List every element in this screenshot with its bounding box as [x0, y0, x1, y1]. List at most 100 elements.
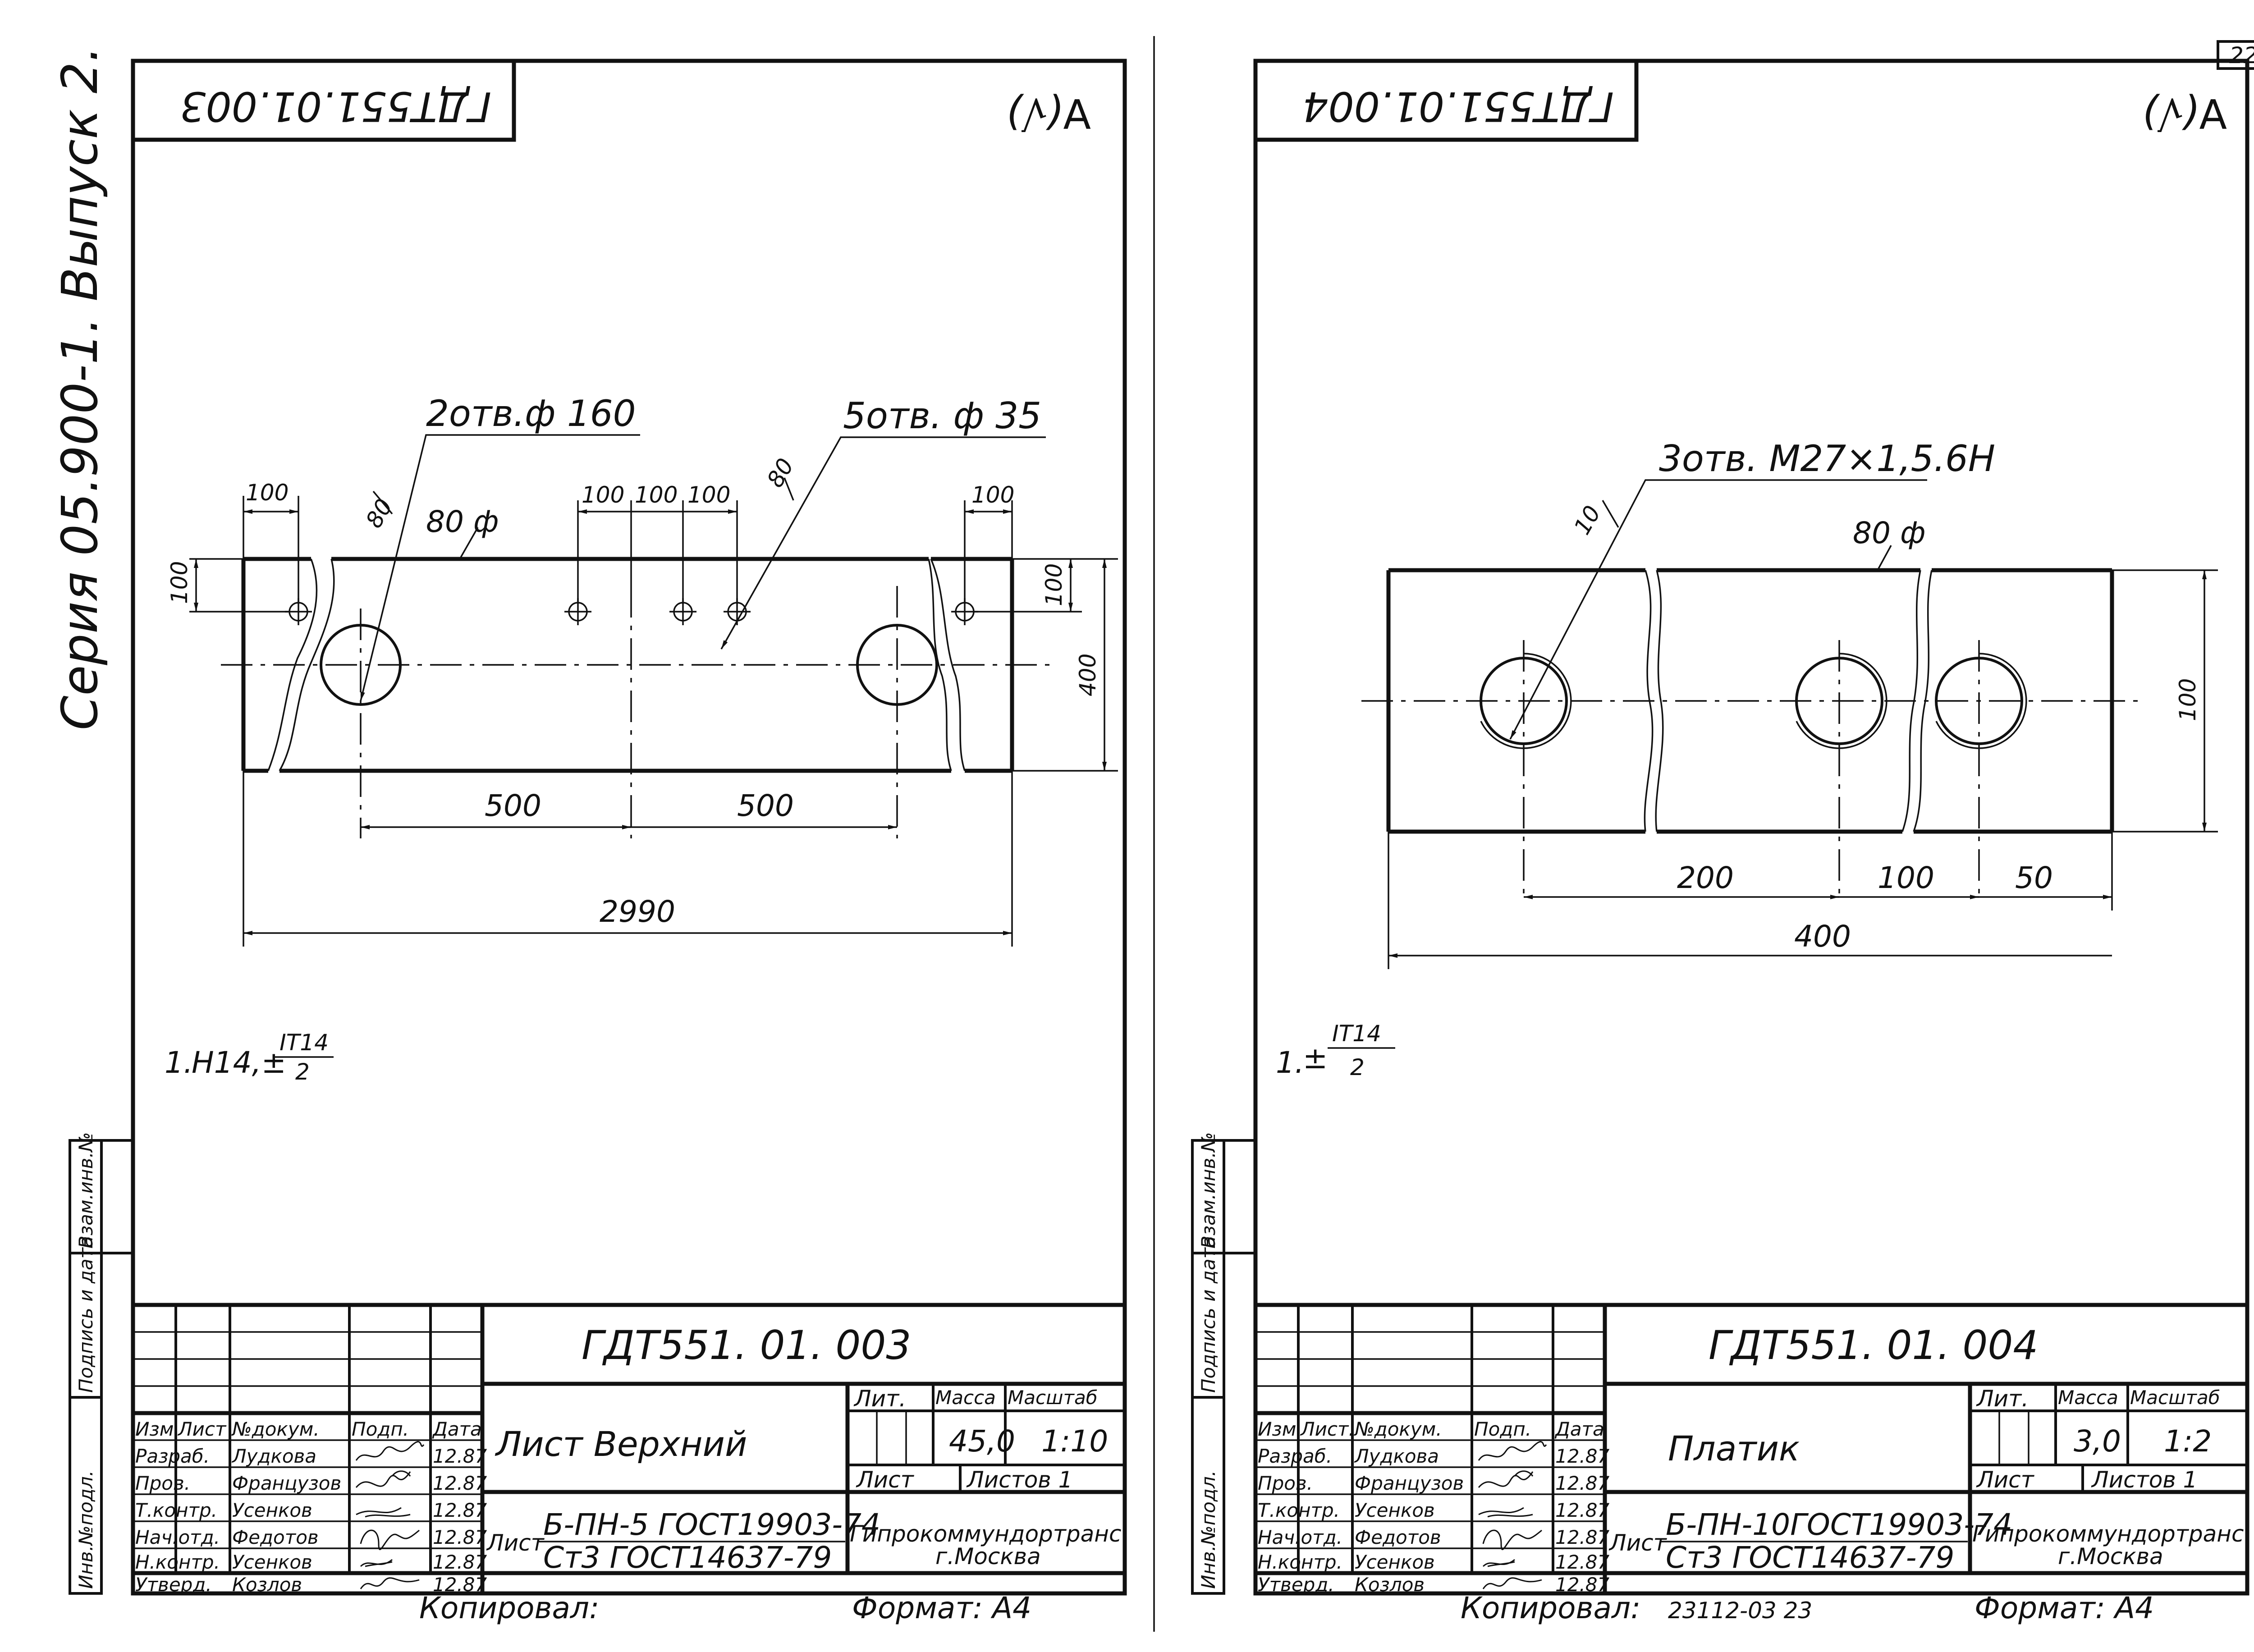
right-tb-role-5: Н.контр. — [1258, 1551, 1342, 1573]
left-tb-role-6: Утверд. — [135, 1574, 212, 1596]
page-number-box — [2217, 40, 2254, 70]
left-frame — [131, 59, 1127, 1596]
left-note-num: 1. — [165, 1045, 193, 1080]
left-tb-name: Лист Верхний — [495, 1424, 747, 1464]
left-tb-date-6: 12.87 — [433, 1574, 487, 1596]
left-tb-role-2: Пров. — [135, 1472, 190, 1494]
right-roughness: 80 ф — [1853, 516, 1925, 550]
left-tb-scale-h: Масштаб — [1008, 1387, 1098, 1409]
right-tb-sheets: Листов 1 — [2091, 1467, 2197, 1493]
right-dim-200: 200 — [1677, 860, 1734, 895]
left-side-label-1: Инв.№подл. — [75, 1470, 97, 1589]
right-tb-head-1: Изм. — [1258, 1418, 1302, 1440]
left-format: Формат: А4 — [852, 1591, 1031, 1625]
left-tb-role-3: Т.контр. — [135, 1499, 217, 1521]
left-tb-name-6: Козлов — [232, 1574, 302, 1596]
left-note-frac-top: IT14 — [279, 1030, 329, 1056]
left-tb-org1: Гипрокоммундортранс — [850, 1521, 1121, 1547]
right-tb-date-2: 12.87 — [1555, 1472, 1610, 1494]
right-side-label-2: Подпись и дата — [1197, 1236, 1219, 1393]
right-tb-scale-h: Масштаб — [2130, 1387, 2220, 1409]
right-tb-head-4: Подп. — [1474, 1418, 1531, 1440]
left-tb-lit: Лит. — [853, 1386, 906, 1412]
left-tb-date-5: 12.87 — [433, 1551, 487, 1573]
right-title-block: ГДТ551. 01. 004 Платик Лит. Масса Масшта… — [1255, 1303, 2247, 1596]
right-tb-mat-word: Лист — [1608, 1530, 1668, 1556]
left-tb-mat-word: Лист — [486, 1530, 545, 1556]
left-tb-date-4: 12.87 — [433, 1526, 487, 1548]
right-tb-name-4: Федотов — [1355, 1526, 1441, 1548]
right-tb-head-2: Лист. — [1300, 1418, 1355, 1440]
right-tb-mass-h: Масса — [2058, 1387, 2118, 1409]
left-dim-2990: 2990 — [600, 894, 675, 929]
left-sheet: ГДТ551.01.003 ∀(√) — [69, 59, 1127, 1625]
right-note-frac-top: IT14 — [1332, 1020, 1381, 1047]
right-roughness-dim: 10 — [1569, 501, 1606, 539]
left-dim-100f: 100 — [166, 561, 192, 604]
right-tb-code: ГДТ551. 01. 004 — [1709, 1322, 2038, 1368]
left-tb-name-3: Усенков — [232, 1499, 312, 1521]
left-roughness-dim-b: 80 — [762, 454, 799, 492]
right-dim-100v: 100 — [2175, 678, 2201, 721]
right-tb-name: Платик — [1668, 1428, 1800, 1469]
left-tb-sheet: Лист — [856, 1467, 915, 1493]
right-tb-scale: 1:2 — [2164, 1424, 2212, 1459]
left-side-label-2: Подпись и дата — [75, 1236, 97, 1393]
right-tb-date-6: 12.87 — [1555, 1574, 1610, 1596]
left-tb-role-1: Разраб. — [135, 1445, 210, 1467]
right-tb-org2: г.Москва — [2058, 1543, 2163, 1570]
right-tb-mass: 3,0 — [2074, 1424, 2121, 1459]
left-tb-date-3: 12.87 — [433, 1499, 487, 1521]
right-tb-date-3: 12.87 — [1555, 1499, 1610, 1521]
series-text: Серия 05.900-1. Выпуск 2. — [51, 46, 109, 730]
right-tb-date-1: 12.87 — [1555, 1445, 1610, 1467]
page-number: 22 — [2229, 42, 2254, 69]
left-tb-head-2: Лист — [177, 1418, 227, 1440]
left-note-frac-bot: 2 — [295, 1059, 310, 1085]
right-note-num: 1. — [1276, 1045, 1304, 1080]
left-tb-role-5: Н.контр. — [135, 1551, 220, 1573]
right-tb-org1: Гипрокоммундортранс — [1972, 1521, 2244, 1547]
left-tb-name-1: Лудкова — [231, 1445, 316, 1467]
right-side-label-1: Инв.№подл. — [1197, 1470, 1219, 1589]
left-dim-100a: 100 — [246, 480, 289, 506]
right-sheet: ГДТ551.01.004 ∀(√) — [1191, 59, 2249, 1625]
left-dim-500b: 500 — [737, 788, 794, 823]
right-holes: 3отв. М27×1,5.6Н — [1659, 438, 1995, 480]
right-tb-mat1: Б-ПН-10ГОСТ19903-74 — [1666, 1507, 2012, 1542]
left-tb-mass: 45,0 — [949, 1424, 1015, 1459]
right-copied: Копировал: — [1461, 1591, 1640, 1625]
left-tb-sheets: Листов 1 — [966, 1467, 1072, 1493]
right-tb-mat2: Ст3 ГОСТ14637-79 — [1666, 1540, 1954, 1575]
right-note-text: ± — [1303, 1041, 1328, 1075]
right-side-label-3: Взам.инв.№ — [1197, 1132, 1219, 1249]
right-tb-sheet: Лист — [1976, 1467, 2035, 1493]
left-tb-head-4: Подп. — [352, 1418, 409, 1440]
left-holes-small: 5отв. ф 35 — [843, 395, 1041, 437]
left-roughness-dim-a: 80 — [361, 494, 398, 532]
left-tb-name-5: Усенков — [232, 1551, 312, 1573]
right-tb-name-6: Козлов — [1355, 1574, 1425, 1596]
left-stamp-code: ГДТ551.01.003 — [180, 82, 491, 130]
right-order: 23112-03 23 — [1668, 1597, 1812, 1624]
left-tb-mass-h: Масса — [935, 1387, 996, 1409]
left-tb-role-4: Нач.отд. — [135, 1526, 220, 1548]
right-tb-head-3: №докум. — [1354, 1418, 1442, 1440]
right-plate — [1361, 568, 2141, 902]
left-dim-400: 400 — [1075, 654, 1101, 696]
left-title-block: ГДТ551. 01. 003 Лист Верхний Лит. Масса … — [133, 1303, 1125, 1596]
right-tb-date-4: 12.87 — [1555, 1526, 1610, 1548]
right-surface-mark: ∀(√) — [2142, 89, 2227, 137]
left-tb-head-1: Изм. — [135, 1418, 180, 1440]
left-tb-mat2: Ст3 ГОСТ14637-79 — [543, 1540, 832, 1575]
right-dim-100h: 100 — [1878, 860, 1934, 895]
left-tb-mat1: Б-ПН-5 ГОСТ19903-74 — [543, 1507, 880, 1542]
left-tb-scale: 1:10 — [1041, 1424, 1108, 1459]
left-dim-100c: 100 — [635, 482, 678, 508]
left-note-text: H14,± — [192, 1045, 286, 1080]
left-tb-name-2: Французов — [232, 1472, 341, 1494]
right-dim-50: 50 — [2015, 860, 2053, 895]
right-tb-date-5: 12.87 — [1555, 1551, 1610, 1573]
right-tb-role-1: Разраб. — [1258, 1445, 1332, 1467]
